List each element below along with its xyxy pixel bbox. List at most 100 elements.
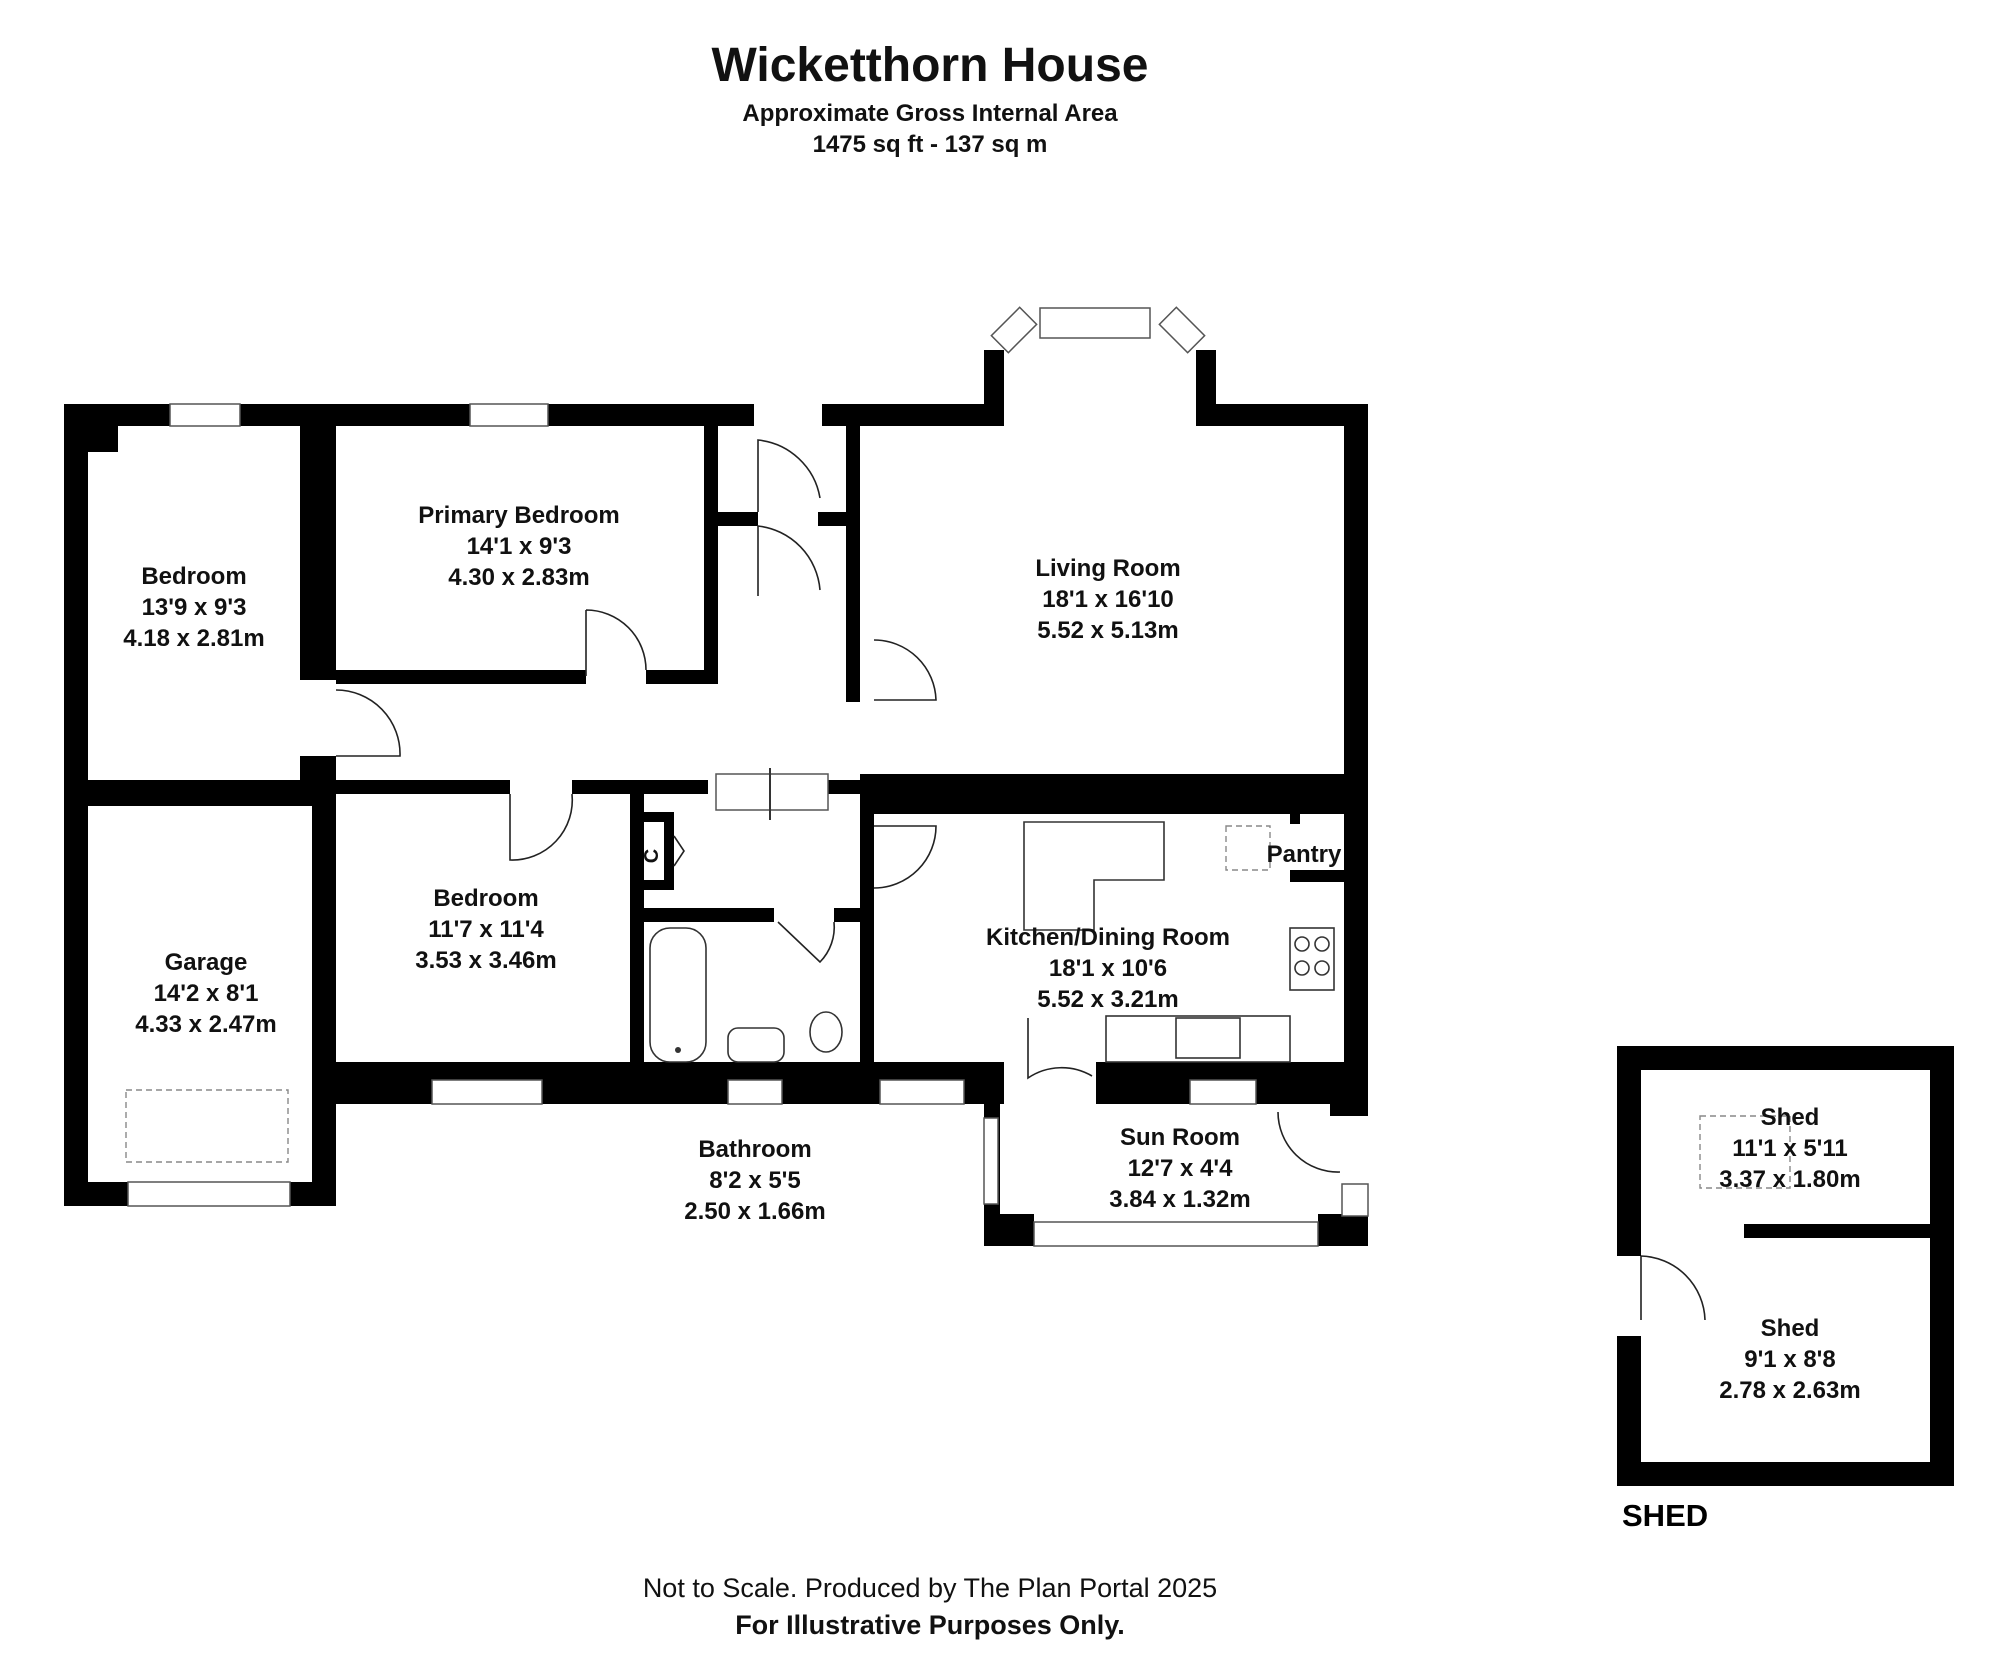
room-name: Bathroom <box>698 1136 811 1163</box>
wall-hall-bottom-c <box>826 780 860 794</box>
kitchen-sink <box>1175 1017 1241 1059</box>
room-size-metric: 3.37 x 1.80m <box>1719 1166 1860 1193</box>
room-size-imperial: 9'1 x 8'8 <box>1744 1346 1836 1373</box>
shed-wall-right <box>1930 1046 1954 1486</box>
room-name: Bedroom <box>141 563 246 590</box>
door-swing <box>757 439 821 512</box>
door-swing <box>757 525 821 596</box>
window <box>127 1181 291 1207</box>
wall-top-right <box>1200 404 1368 426</box>
wall-hall-bottom-a <box>336 780 510 794</box>
door-swing <box>873 825 937 889</box>
room-size-imperial: 13'9 x 9'3 <box>142 594 247 621</box>
window <box>715 773 829 811</box>
room-size-metric: 5.52 x 5.13m <box>1037 617 1178 644</box>
wall-bath-right <box>860 814 874 1076</box>
window <box>879 1079 965 1105</box>
room-size-metric: 5.52 x 3.21m <box>1037 986 1178 1013</box>
shed-dashed <box>1699 1115 1791 1189</box>
wall-bath-top-b <box>834 908 860 922</box>
window <box>169 403 241 427</box>
stairs <box>1023 821 1165 931</box>
pantry-dashed <box>1225 825 1271 871</box>
wall-bay-left <box>984 350 1004 426</box>
window <box>1158 306 1206 354</box>
wall-bay-right <box>1196 350 1216 426</box>
room-size-imperial: 14'2 x 8'1 <box>154 980 259 1007</box>
wall-outer-right <box>1344 404 1368 1116</box>
wall-primary-right <box>704 426 718 684</box>
room-size-imperial: 12'7 x 4'4 <box>1128 1155 1233 1182</box>
room-name: Kitchen/Dining Room <box>986 924 1230 951</box>
room-size-metric: 4.30 x 2.83m <box>448 564 589 591</box>
shed-divider <box>1744 1224 1930 1238</box>
room-size-metric: 4.33 x 2.47m <box>135 1011 276 1038</box>
door-swing <box>1640 1255 1706 1321</box>
footer-purpose: For Illustrative Purposes Only. <box>735 1610 1125 1640</box>
wall-bottom-right <box>1330 1062 1368 1116</box>
wall-top-mid <box>822 404 990 426</box>
door-swing <box>509 793 574 861</box>
room-name: Garage <box>165 949 248 976</box>
wall-bottom-sun-left <box>960 1062 1004 1104</box>
door-swing <box>873 639 937 701</box>
room-size-imperial: 18'1 x 16'10 <box>1042 586 1174 613</box>
wall-garage-bottom-a <box>64 1182 130 1206</box>
window <box>431 1079 543 1105</box>
wall-living-bottom <box>860 774 1368 814</box>
cupboard-label: C <box>641 849 663 863</box>
doors <box>335 439 1341 1173</box>
shed-door-gap <box>1617 1256 1641 1336</box>
wall-partition-bed1-low <box>300 756 336 784</box>
room-size-imperial: 11'1 x 5'11 <box>1732 1135 1848 1162</box>
wall-corner <box>88 426 118 452</box>
room-size-metric: 2.78 x 2.63m <box>1719 1377 1860 1404</box>
plan-area: 1475 sq ft - 137 sq m <box>812 131 1048 158</box>
window <box>727 1079 783 1105</box>
wall-cupboard-bottom <box>644 880 672 890</box>
wall-garage-bottom-b <box>290 1182 336 1206</box>
wall-partition-bed1 <box>300 426 336 680</box>
window <box>990 306 1038 354</box>
window <box>1189 1079 1257 1105</box>
toilet <box>809 1011 843 1053</box>
wall-pantry-a <box>1290 814 1300 824</box>
wall-bath-top <box>644 908 774 922</box>
pantry-label: Pantry <box>1267 841 1342 868</box>
room-size-metric: 3.53 x 3.46m <box>415 947 556 974</box>
cupboard-door <box>673 835 685 867</box>
room-size-imperial: 8'2 x 5'5 <box>709 1167 801 1194</box>
window <box>1039 307 1151 339</box>
footer-disclaimer: Not to Scale. Produced by The Plan Porta… <box>642 1573 1218 1603</box>
plan-subtitle: Approximate Gross Internal Area <box>742 100 1118 127</box>
hob <box>1289 927 1335 991</box>
room-size-metric: 2.50 x 1.66m <box>684 1198 825 1225</box>
shed <box>1617 1046 1954 1486</box>
wall-bed2-right <box>630 794 644 1062</box>
fixtures <box>125 821 1335 1163</box>
bathtub <box>649 927 707 1063</box>
wall-pantry-b <box>1290 870 1344 882</box>
wall-bottom-left <box>312 1062 868 1104</box>
door-swing <box>777 921 836 964</box>
wall-garage-right <box>312 806 336 1206</box>
room-name: Shed <box>1761 1315 1820 1342</box>
room-size-imperial: 11'7 x 11'4 <box>428 916 544 943</box>
window <box>469 403 549 427</box>
sink <box>727 1027 785 1063</box>
room-size-metric: 4.18 x 2.81m <box>123 625 264 652</box>
wall-primary-bottom-b <box>646 670 718 684</box>
wall-cupboard-right <box>664 812 674 890</box>
windows <box>127 306 1369 1247</box>
room-size-imperial: 18'1 x 10'6 <box>1049 955 1167 982</box>
shed-title: SHED <box>1622 1498 1709 1533</box>
wall-primary-bottom-a <box>336 670 586 684</box>
wall-sun-bl <box>984 1214 1034 1246</box>
room-name: Living Room <box>1035 555 1180 582</box>
wall-garage-top <box>64 780 336 806</box>
door-swing <box>1277 1111 1341 1173</box>
window <box>1033 1221 1319 1247</box>
room-name: Sun Room <box>1120 1124 1240 1151</box>
plan-title: Wicketthorn House <box>711 39 1149 92</box>
